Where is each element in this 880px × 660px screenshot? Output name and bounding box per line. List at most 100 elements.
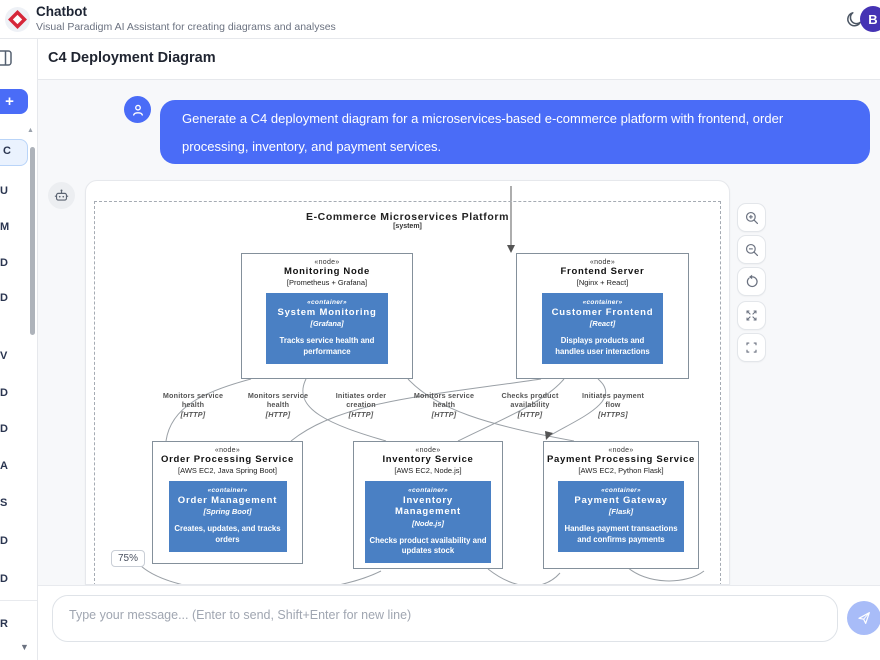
visual-paradigm-logo-icon bbox=[5, 7, 30, 32]
reset-view-icon bbox=[746, 274, 758, 287]
node-monitoring: «node» Monitoring Node [Prometheus + Gra… bbox=[241, 253, 413, 379]
sidebar-item[interactable]: U bbox=[0, 185, 8, 197]
sidebar-scrollbar[interactable] bbox=[30, 147, 35, 335]
system-boundary bbox=[94, 201, 721, 584]
assistant-avatar bbox=[48, 182, 75, 209]
sidebar-item-active[interactable]: C bbox=[0, 139, 28, 166]
container-stereotype: «container» bbox=[408, 487, 448, 494]
profile-avatar[interactable]: B bbox=[860, 6, 880, 32]
fullscreen-icon bbox=[746, 342, 757, 353]
zoom-out-icon bbox=[745, 243, 758, 256]
diagram-connectors bbox=[140, 186, 705, 584]
node-stereotype: «node» bbox=[589, 259, 616, 266]
sidebar-item[interactable]: D bbox=[0, 423, 8, 435]
node-tech: [AWS EC2, Python Flask] bbox=[578, 466, 664, 475]
scroll-up-icon[interactable]: ▲ bbox=[27, 127, 34, 134]
sidebar-item[interactable]: D bbox=[0, 535, 8, 547]
composer-bar bbox=[38, 585, 880, 660]
container-description: Creates, updates, and tracks orders bbox=[174, 524, 281, 544]
container-tech: [Spring Boot] bbox=[203, 507, 252, 517]
message-input-wrapper bbox=[52, 595, 838, 642]
container-system-monitoring: «container» System Monitoring [Grafana] … bbox=[266, 293, 388, 364]
sidebar-item-label: C bbox=[3, 145, 11, 157]
zoom-in-icon bbox=[745, 211, 758, 224]
container-stereotype: «container» bbox=[307, 299, 347, 306]
diagram-subtitle: [system] bbox=[393, 223, 422, 230]
sidebar-toggle-icon[interactable] bbox=[0, 48, 13, 68]
sidebar: + C U M D D V D D A S D D R ▲ ▼ bbox=[0, 39, 38, 660]
container-name: Customer Frontend bbox=[551, 307, 654, 318]
container-order-management: «container» Order Management [Spring Boo… bbox=[168, 481, 287, 552]
node-frontend: «node» Frontend Server [Nginx + React] «… bbox=[516, 253, 689, 379]
container-tech: [React] bbox=[589, 319, 616, 329]
robot-icon bbox=[54, 189, 69, 201]
sidebar-item[interactable]: D bbox=[0, 257, 8, 269]
zoom-in-button[interactable] bbox=[737, 203, 766, 232]
app-title: Chatbot bbox=[36, 4, 87, 19]
node-tech: [Nginx + React] bbox=[576, 278, 629, 287]
diagram-heading: E-Commerce Microservices Platform [syste… bbox=[94, 211, 721, 230]
sidebar-item[interactable]: S bbox=[0, 497, 8, 509]
container-inventory-management: «container» Inventory Management [Node.j… bbox=[365, 481, 491, 564]
container-stereotype: «container» bbox=[582, 299, 623, 306]
message-input[interactable] bbox=[53, 596, 837, 641]
user-message-bubble: Generate a C4 deployment diagram for a m… bbox=[160, 100, 870, 164]
container-description: Checks product availability and updates … bbox=[369, 535, 487, 555]
container-name: System Monitoring bbox=[277, 307, 377, 318]
sidebar-item[interactable]: D bbox=[0, 387, 8, 399]
zoom-level-badge: 75% bbox=[111, 550, 146, 567]
container-description: Handles payment transactions and confirm… bbox=[564, 524, 678, 544]
zoom-out-button[interactable] bbox=[737, 235, 766, 264]
sidebar-item[interactable]: D bbox=[0, 573, 8, 585]
sidebar-item[interactable]: A bbox=[0, 460, 8, 472]
node-tech: [AWS EC2, Java Spring Boot] bbox=[178, 466, 277, 475]
container-name: Inventory Management bbox=[394, 495, 462, 518]
node-inventory: «node» Inventory Service [AWS EC2, Node.… bbox=[353, 441, 503, 569]
top-header: Chatbot Visual Paradigm AI Assistant for… bbox=[0, 0, 880, 39]
conversation-header: C4 Deployment Diagram bbox=[38, 39, 880, 80]
user-avatar bbox=[124, 96, 151, 123]
node-payment-processing: «node» Payment Processing Service [AWS E… bbox=[543, 441, 699, 569]
app-subtitle: Visual Paradigm AI Assistant for creatin… bbox=[36, 21, 336, 33]
node-stereotype: «node» bbox=[608, 447, 634, 454]
container-name: Payment Gateway bbox=[574, 495, 668, 506]
reset-view-button[interactable] bbox=[737, 267, 766, 296]
sidebar-item[interactable]: R bbox=[0, 618, 8, 630]
send-button[interactable] bbox=[847, 601, 880, 635]
scroll-down-icon[interactable]: ▼ bbox=[20, 642, 29, 652]
expand-button[interactable] bbox=[737, 301, 766, 330]
node-stereotype: «node» bbox=[415, 447, 441, 454]
container-tech: [Grafana] bbox=[310, 319, 344, 329]
container-customer-frontend: «container» Customer Frontend [React] Di… bbox=[542, 293, 663, 364]
node-stereotype: «node» bbox=[214, 447, 241, 454]
send-icon bbox=[858, 612, 870, 624]
node-name: Order Processing Service bbox=[161, 454, 294, 465]
node-order-processing: «node» Order Processing Service [AWS EC2… bbox=[152, 441, 303, 564]
sidebar-item[interactable]: D bbox=[0, 292, 8, 304]
node-name: Monitoring Node bbox=[284, 266, 370, 277]
sidebar-divider bbox=[0, 600, 37, 601]
node-name: Inventory Service bbox=[382, 454, 474, 465]
container-name: Order Management bbox=[177, 495, 278, 506]
node-name: Frontend Server bbox=[560, 266, 645, 277]
node-tech: [AWS EC2, Node.js] bbox=[394, 466, 462, 475]
container-description: Displays products and handles user inter… bbox=[555, 336, 650, 356]
sidebar-item[interactable]: M bbox=[0, 221, 10, 233]
node-stereotype: «node» bbox=[314, 259, 340, 266]
dark-mode-moon-icon[interactable] bbox=[844, 9, 866, 31]
new-chat-button[interactable]: + bbox=[0, 89, 28, 114]
container-tech: [Flask] bbox=[608, 507, 634, 517]
diagram-title: E-Commerce Microservices Platform bbox=[305, 211, 510, 223]
container-stereotype: «container» bbox=[601, 487, 641, 494]
fullscreen-button[interactable] bbox=[737, 333, 766, 362]
sidebar-item[interactable]: V bbox=[0, 350, 8, 362]
page-title: C4 Deployment Diagram bbox=[48, 50, 216, 66]
container-payment-gateway: «container» Payment Gateway [Flask] Hand… bbox=[558, 481, 684, 552]
diagram-canvas[interactable]: E-Commerce Microservices Platform [syste… bbox=[85, 180, 730, 585]
container-stereotype: «container» bbox=[207, 487, 248, 494]
